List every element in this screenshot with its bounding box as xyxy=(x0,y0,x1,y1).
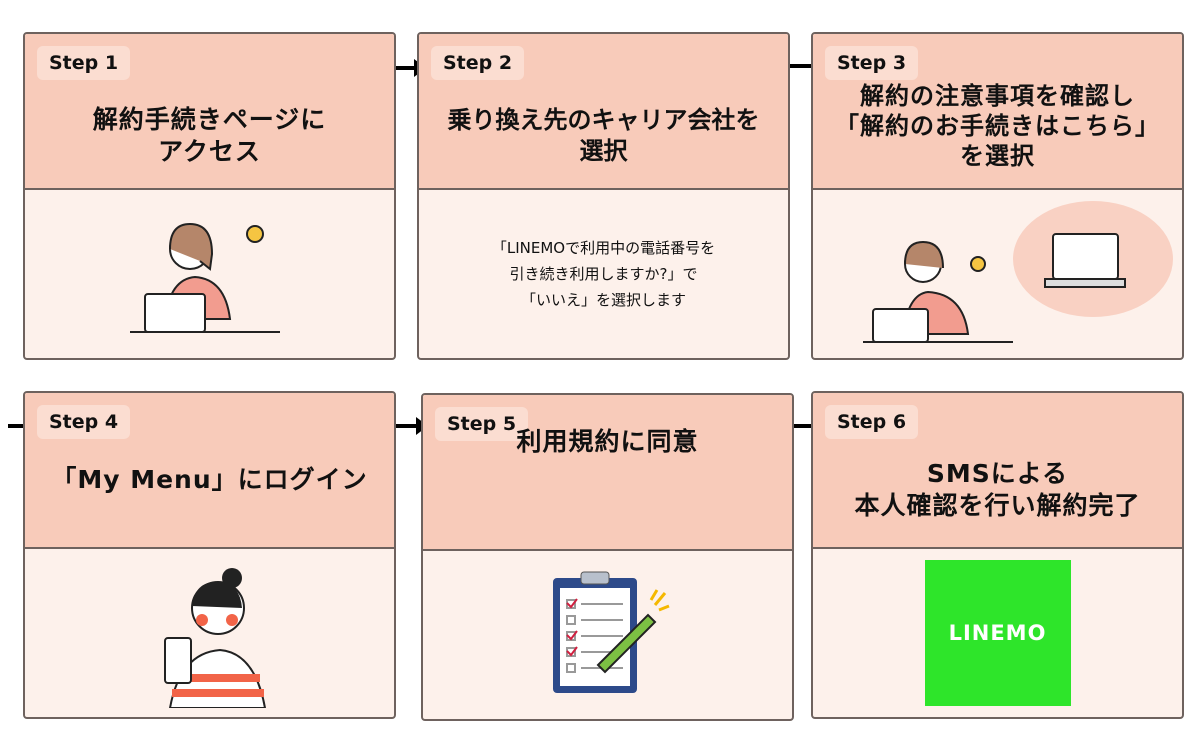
step-label: Step 6 xyxy=(825,405,919,439)
step-title: 乗り換え先のキャリア会社を 選択 xyxy=(447,105,760,165)
step-label: Step 1 xyxy=(37,46,131,80)
step-title: SMSによる 本人確認を行い解約完了 xyxy=(854,458,1141,521)
step-title: 「My Menu」にログイン xyxy=(51,464,368,494)
step-title: 利用規約に同意 xyxy=(516,426,699,456)
step-card-1: Step 1 解約手続きページに アクセス xyxy=(23,32,396,360)
step-description: 「LINEMOで利用中の電話番号を 引き続き利用しますか?」で 「いいえ」を選択… xyxy=(491,238,716,310)
step-label: Step 2 xyxy=(431,46,525,80)
clipboard-checklist-icon xyxy=(552,571,670,693)
step-card-2: Step 2 乗り換え先のキャリア会社を 選択 「LINEMOで利用中の電話番号… xyxy=(417,32,790,360)
linemo-logo: LINEMO xyxy=(924,560,1071,706)
step-card-3: Step 3 解約の注意事項を確認し 「解約のお手続きはこちら」 を選択 xyxy=(811,32,1184,360)
step-card-5: Step 5 利用規約に同意 xyxy=(421,393,794,721)
woman-laptop-illustration xyxy=(129,222,280,333)
woman-phone-illustration xyxy=(163,568,266,708)
logo-text: LINEMO xyxy=(948,621,1047,645)
woman-laptop-speech-illustration xyxy=(862,201,1173,343)
step-card-4: Step 4 「My Menu」にログイン xyxy=(23,391,396,719)
step-label: Step 4 xyxy=(37,405,131,439)
step-label: Step 3 xyxy=(825,46,919,80)
step-title: 解約手続きページに アクセス xyxy=(92,104,327,167)
step-card-6: Step 6 SMSによる 本人確認を行い解約完了 LINEMO xyxy=(811,391,1184,719)
step-title: 解約の注意事項を確認し 「解約のお手続きはこちら」 を選択 xyxy=(835,82,1160,170)
step-label: Step 5 xyxy=(435,407,529,441)
